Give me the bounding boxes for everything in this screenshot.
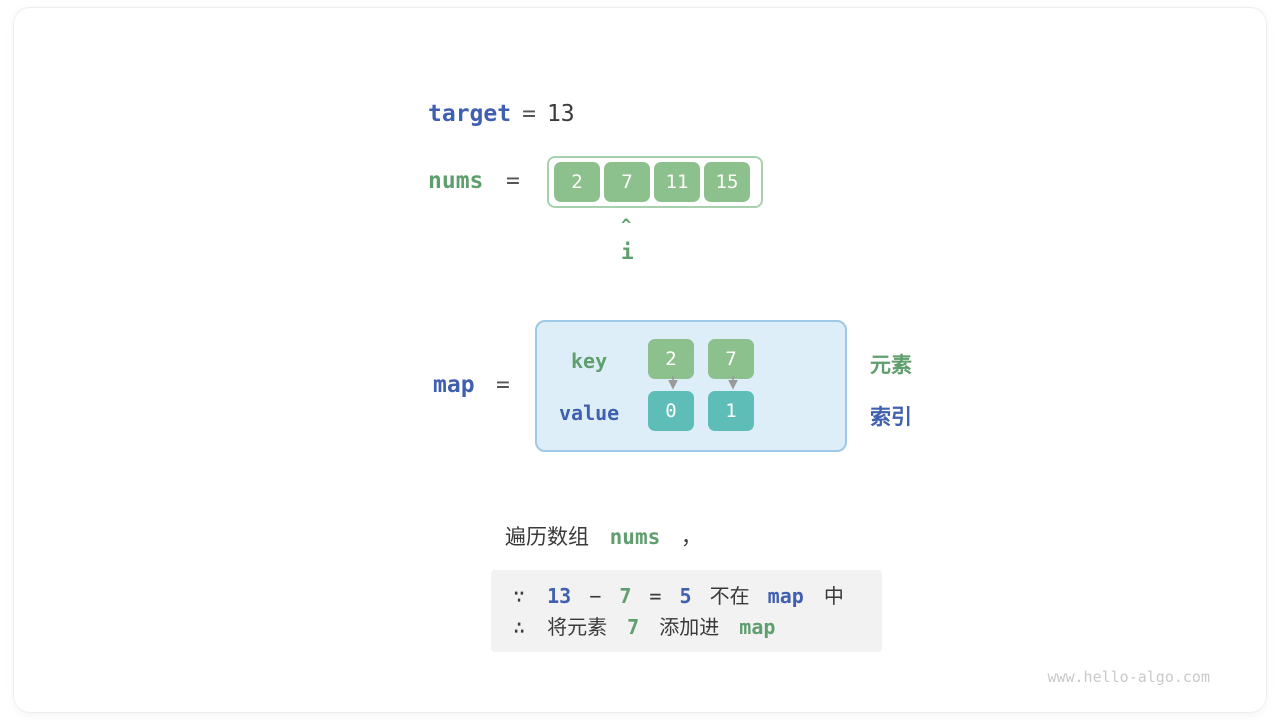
note-operand-b: 7 [619,584,632,608]
target-label: target [428,101,512,127]
note-result: 5 [679,584,692,608]
note-map-ref: map [767,584,804,608]
map-key-cell: 2 [648,339,694,379]
note-mid-text: 不在 [709,584,750,608]
target-value: 13 [546,101,575,127]
because-icon: ∵ [513,584,526,608]
map-equals: = [496,372,510,398]
note-line-1: ∵ 13 − 7 = 5 不在 map 中 [513,581,860,612]
nums-equals: = [506,168,520,194]
therefore-icon: ∴ [513,615,526,639]
nums-cell: 11 [654,162,700,202]
narration-prefix: 遍历数组 [505,525,589,549]
map-value-cell: 1 [708,391,754,431]
nums-label: nums [428,168,484,194]
note2-pre-text: 将元素 [547,615,608,639]
narration-text: 遍历数组 nums ， [505,521,702,551]
nums-cell: 2 [554,162,600,202]
note-box: ∵ 13 − 7 = 5 不在 map 中 ∴ 将元素 7 添加进 map [491,570,882,652]
nums-array: 2 7 11 15 [547,156,763,208]
note-equals: = [649,584,662,608]
pointer-caret-icon: ^ [621,216,632,236]
nums-cell: 15 [704,162,750,202]
note2-map-ref: map [739,615,776,639]
map-label: map [433,372,475,398]
narration-keyword: nums [609,525,661,549]
nums-cell: 7 [604,162,650,202]
narration-suffix: ， [680,525,702,549]
watermark: www.hello-algo.com [1047,668,1210,686]
map-key-label: key [571,349,608,373]
legend-index: 索引 [870,405,912,429]
note-minus: − [589,584,602,608]
note-tail-text: 中 [823,584,844,608]
note-operand-a: 13 [547,584,572,608]
note2-element: 7 [627,615,640,639]
note2-mid-text: 添加进 [659,615,720,639]
note-line-2: ∴ 将元素 7 添加进 map [513,612,860,643]
map-value-label: value [559,401,620,425]
target-row: target = 13 [428,101,575,127]
map-value-cell: 0 [648,391,694,431]
map-key-cell: 7 [708,339,754,379]
legend-element: 元素 [870,353,912,377]
diagram-canvas: target = 13 nums = 2 7 11 15 ^ i map = k… [14,8,1266,712]
pointer-label: i [621,240,634,264]
target-equals: = [522,101,536,127]
